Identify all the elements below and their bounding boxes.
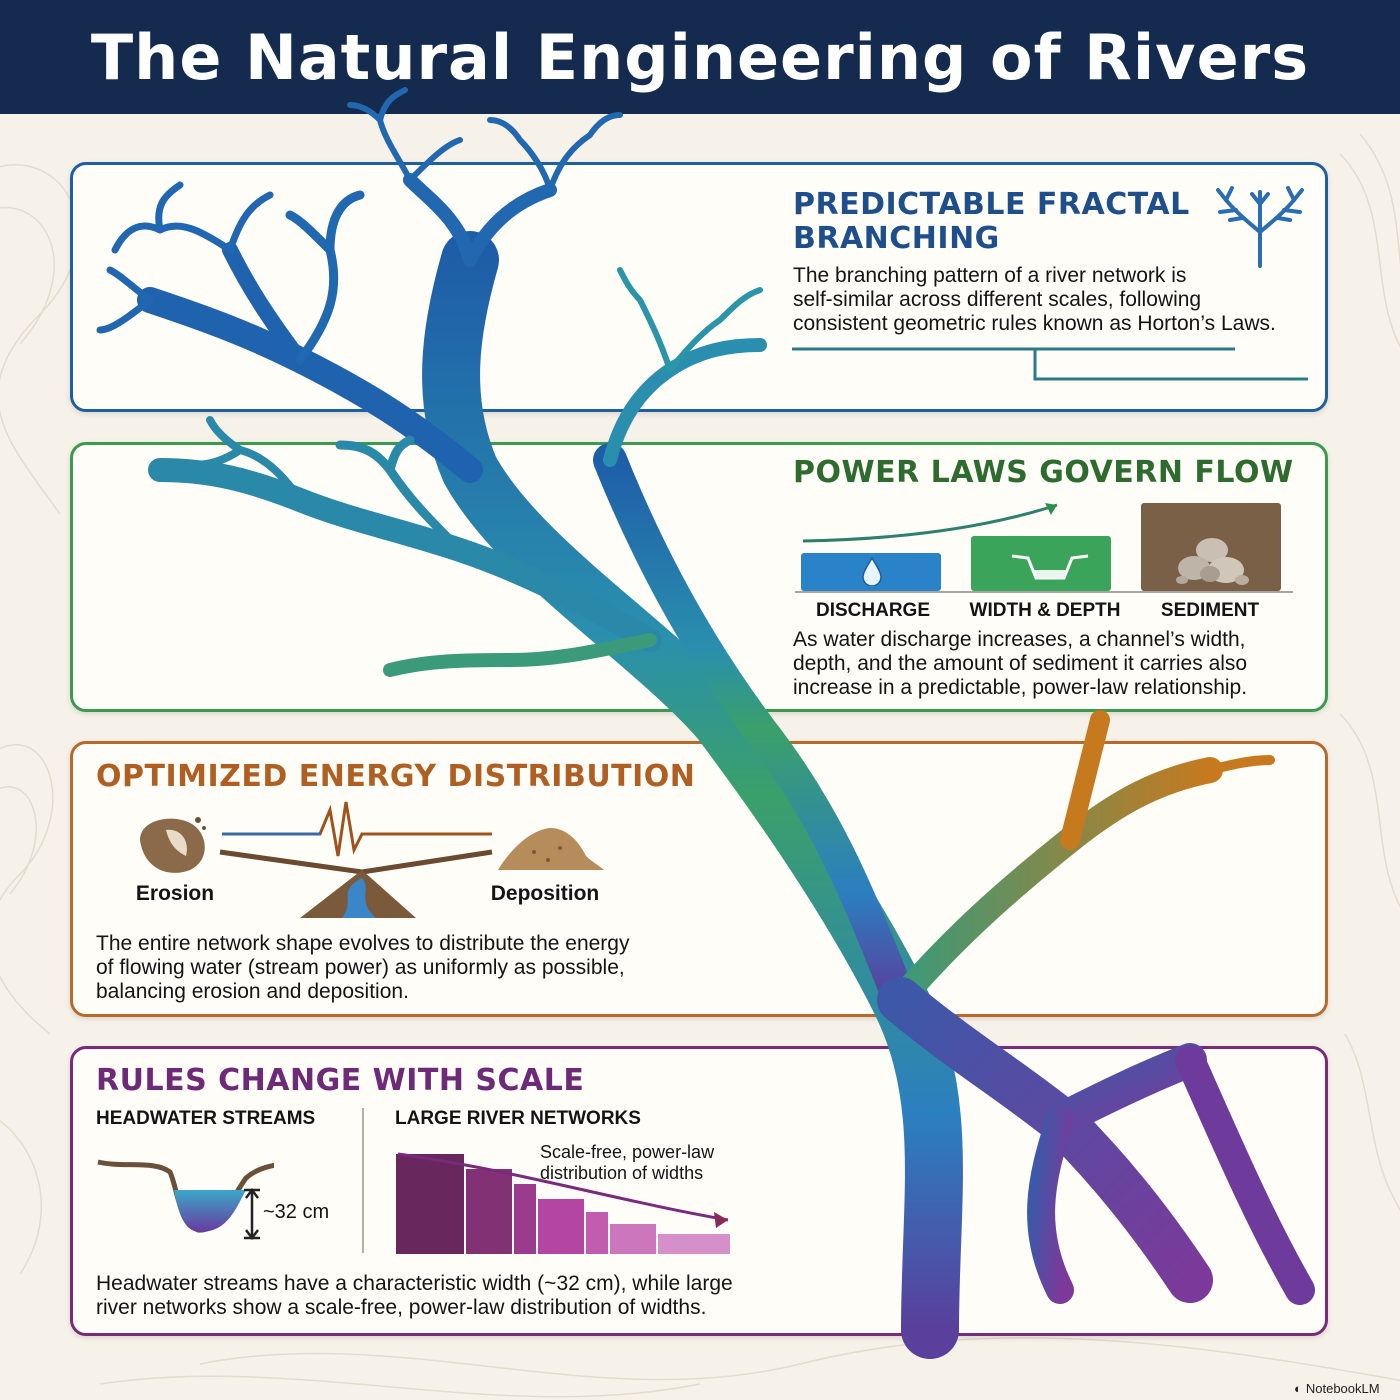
- scale-body-line: Headwater streams have a characteristic …: [96, 1272, 733, 1295]
- decay-curve: [397, 1152, 729, 1222]
- power-body: As water discharge increases, a channel’…: [793, 628, 1323, 700]
- fractal-underline-decoration: [792, 347, 1308, 381]
- fractal-body-line: self-similar across different scales, fo…: [793, 288, 1202, 311]
- fractal-body-line: consistent geometric rules known as Hort…: [793, 312, 1276, 335]
- power-body-line: As water discharge increases, a channel’…: [793, 628, 1246, 651]
- channel-cross-section-icon: [1011, 554, 1089, 580]
- distribution-annotation: Scale-free, power-law distribution of wi…: [540, 1142, 714, 1184]
- page-title: The Natural Engineering of Rivers: [90, 20, 1310, 94]
- power-body-line: depth, and the amount of sediment it car…: [793, 652, 1248, 675]
- annotation-line: distribution of widths: [540, 1163, 704, 1183]
- power-title: POWER LAWS GOVERN FLOW: [793, 455, 1294, 490]
- notebooklm-icon: ◐: [1294, 1381, 1302, 1396]
- fractal-body-line: The branching pattern of a river network…: [793, 264, 1187, 287]
- large-networks-heading: LARGE RIVER NETWORKS: [395, 1108, 641, 1129]
- power-body-line: increase in a predictable, power-law rel…: [793, 676, 1248, 699]
- bar-group: [396, 1154, 730, 1254]
- energy-body-line: balancing erosion and deposition.: [96, 980, 409, 1003]
- scale-body: Headwater streams have a characteristic …: [96, 1272, 856, 1320]
- sediment-pile-icon: [498, 828, 604, 870]
- brand-label: NotebookLM: [1305, 1381, 1380, 1396]
- distribution-bar: [466, 1169, 512, 1254]
- width-distribution-chart: [396, 1152, 730, 1254]
- fractal-body: The branching pattern of a river network…: [793, 264, 1333, 336]
- distribution-bar: [396, 1154, 464, 1254]
- distribution-bar: [514, 1184, 536, 1254]
- fractal-title-line2: BRANCHING: [793, 221, 1000, 256]
- headwater-heading: HEADWATER STREAMS: [96, 1108, 316, 1129]
- sediment-label: SEDIMENT: [1160, 600, 1260, 621]
- fractal-title-line1: PREDICTABLE FRACTAL: [793, 187, 1190, 222]
- energy-body: The entire network shape evolves to dist…: [96, 932, 736, 1004]
- water-drop-icon: [862, 556, 882, 586]
- fractal-title: PREDICTABLE FRACTAL BRANCHING: [793, 188, 1190, 256]
- distribution-bar: [610, 1224, 656, 1254]
- balance-scale-icon: [219, 849, 493, 918]
- width-depth-label: WIDTH & DEPTH: [969, 600, 1121, 621]
- energy-wave-icon: [222, 801, 492, 857]
- distribution-bar: [538, 1199, 584, 1254]
- width-depth-box: [971, 536, 1111, 591]
- energy-balance-graphic: [140, 801, 604, 918]
- deposition-label: Deposition: [490, 882, 600, 905]
- brand-watermark: ◐ NotebookLM: [1294, 1381, 1380, 1396]
- energy-body-line: The entire network shape evolves to dist…: [96, 932, 630, 955]
- distribution-bar: [586, 1212, 608, 1254]
- scale-body-line: river networks show a scale-free, power-…: [96, 1296, 707, 1319]
- erosion-label: Erosion: [135, 882, 215, 905]
- annotation-line: Scale-free, power-law: [540, 1142, 715, 1162]
- growth-arrow-head: [1045, 503, 1057, 515]
- measure-bracket-icon: [244, 1187, 260, 1241]
- discharge-label: DISCHARGE: [815, 600, 930, 621]
- rocks-icon: [1176, 538, 1249, 585]
- tree-icon: [1216, 186, 1304, 268]
- headwater-channel-icon: [97, 1159, 274, 1233]
- decay-arrow-head: [714, 1212, 728, 1228]
- scale-divider: [362, 1108, 364, 1253]
- scale-title: RULES CHANGE WITH SCALE: [96, 1063, 585, 1098]
- growth-arrow-line: [802, 503, 1058, 543]
- distribution-bar: [658, 1234, 730, 1254]
- measure-label: ~32 cm: [263, 1201, 330, 1223]
- topographic-background: [0, 133, 1400, 1398]
- energy-title: OPTIMIZED ENERGY DISTRIBUTION: [96, 759, 696, 794]
- title-banner: The Natural Engineering of Rivers: [0, 0, 1400, 114]
- eroded-rock-icon: [140, 817, 206, 873]
- energy-body-line: of flowing water (stream power) as unifo…: [96, 956, 625, 979]
